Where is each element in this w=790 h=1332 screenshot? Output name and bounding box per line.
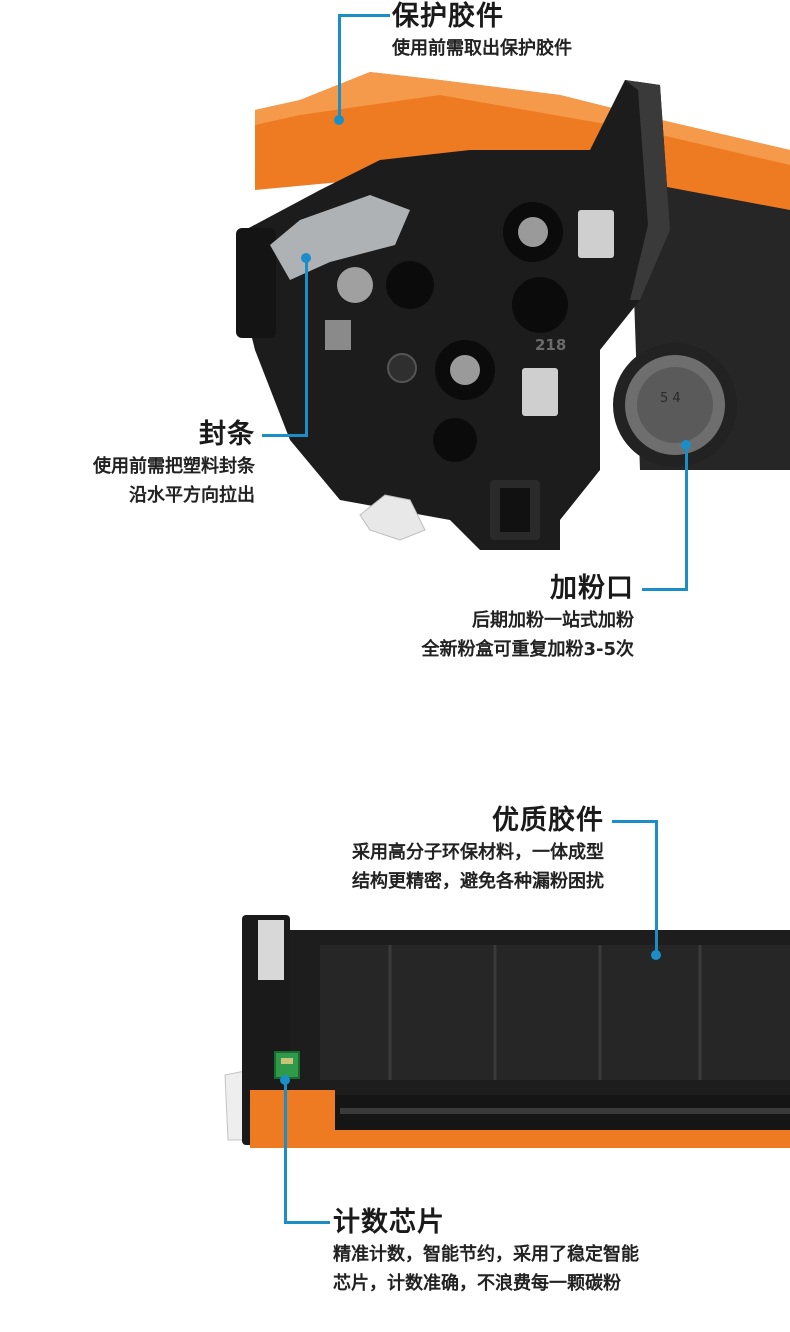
callout-text: 结构更精密，避免各种漏粉困扰 (352, 871, 604, 892)
end-cap-clip (258, 920, 284, 980)
callout-seal-strip: 封条 使用前需把塑料封条 沿水平方向拉出 (93, 418, 255, 510)
side-view-section: 218 5 4 保护胶件 使用前需取出保护胶件 封条 使用前需把塑料封条 沿水平… (93, 0, 790, 664)
cartridge-side-illustration: 218 5 4 (236, 72, 790, 550)
contact-pad (522, 368, 558, 416)
model-label: 218 (535, 336, 566, 354)
lower-grill (330, 1095, 790, 1135)
hole (386, 261, 434, 309)
orange-rail (250, 1130, 790, 1148)
main-body-face (320, 945, 790, 1080)
chip-contact (281, 1058, 293, 1064)
port-label: 5 4 (660, 391, 681, 406)
callout-chip: 计数芯片 精准计数，智能节约，采用了稳定智能 芯片，计数准确，不浪费每一颗碳粉 (333, 1206, 639, 1298)
leader-dot (651, 950, 661, 960)
screw-head (450, 355, 480, 385)
callout-title: 封条 (199, 419, 255, 450)
callout-title: 加粉口 (550, 573, 634, 604)
white-tab (359, 494, 426, 541)
screw-head (337, 267, 373, 303)
protective-cover-highlight (255, 72, 790, 165)
callout-toner-port: 加粉口 后期加粉一站式加粉 全新粉盒可重复加粉3-5次 (421, 572, 634, 664)
callout-text: 精准计数，智能节约，采用了稳定智能 (333, 1244, 639, 1265)
end-plate-edge (625, 80, 670, 300)
leader-dot (681, 440, 691, 450)
callout-text: 全新粉盒可重复加粉3-5次 (421, 639, 634, 660)
leader-dot (301, 253, 311, 263)
leader-line (284, 1080, 287, 1224)
leader-line (685, 444, 688, 591)
leader-line (642, 588, 688, 591)
leader-line (338, 14, 341, 120)
callout-title: 计数芯片 (333, 1207, 445, 1238)
hole (433, 418, 477, 462)
cartridge-front-illustration (224, 915, 790, 1148)
callout-text: 沿水平方向拉出 (129, 485, 255, 506)
callout-title: 保护胶件 (392, 1, 504, 32)
leader-line (338, 14, 390, 17)
contact-pad (578, 210, 614, 258)
hole (512, 277, 568, 333)
callout-text: 芯片，计数准确，不浪费每一颗碳粉 (333, 1273, 621, 1294)
screw-head (518, 217, 548, 247)
grill-bar (340, 1108, 790, 1114)
toner-port-cap-inner (637, 367, 713, 443)
leader-dot (280, 1075, 290, 1085)
callout-protective-glue: 保护胶件 使用前需取出保护胶件 (392, 0, 572, 63)
callout-text: 使用前需把塑料封条 (93, 456, 255, 477)
gear-block (236, 228, 276, 338)
front-view-section: 优质胶件 采用高分子环保材料，一体成型 结构更精密，避免各种漏粉困扰 计数芯片 … (0, 790, 790, 1332)
chip-shape (274, 1051, 300, 1079)
callout-text: 后期加粉一站式加粉 (472, 610, 634, 631)
callout-text: 采用高分子环保材料，一体成型 (352, 842, 604, 863)
leader-dot (334, 115, 344, 125)
slot-inner (500, 488, 530, 532)
leader-line (612, 820, 658, 823)
spring (325, 320, 351, 350)
leader-line (655, 820, 658, 956)
hole (387, 353, 417, 383)
leader-line (305, 258, 308, 437)
leader-line (262, 434, 308, 437)
callout-title: 优质胶件 (492, 805, 604, 836)
callout-quality-glue: 优质胶件 采用高分子环保材料，一体成型 结构更精密，避免各种漏粉困扰 (352, 804, 604, 896)
leader-line (284, 1221, 330, 1224)
orange-corner (250, 1090, 335, 1148)
end-plate (240, 80, 670, 550)
callout-text: 使用前需取出保护胶件 (392, 38, 572, 59)
